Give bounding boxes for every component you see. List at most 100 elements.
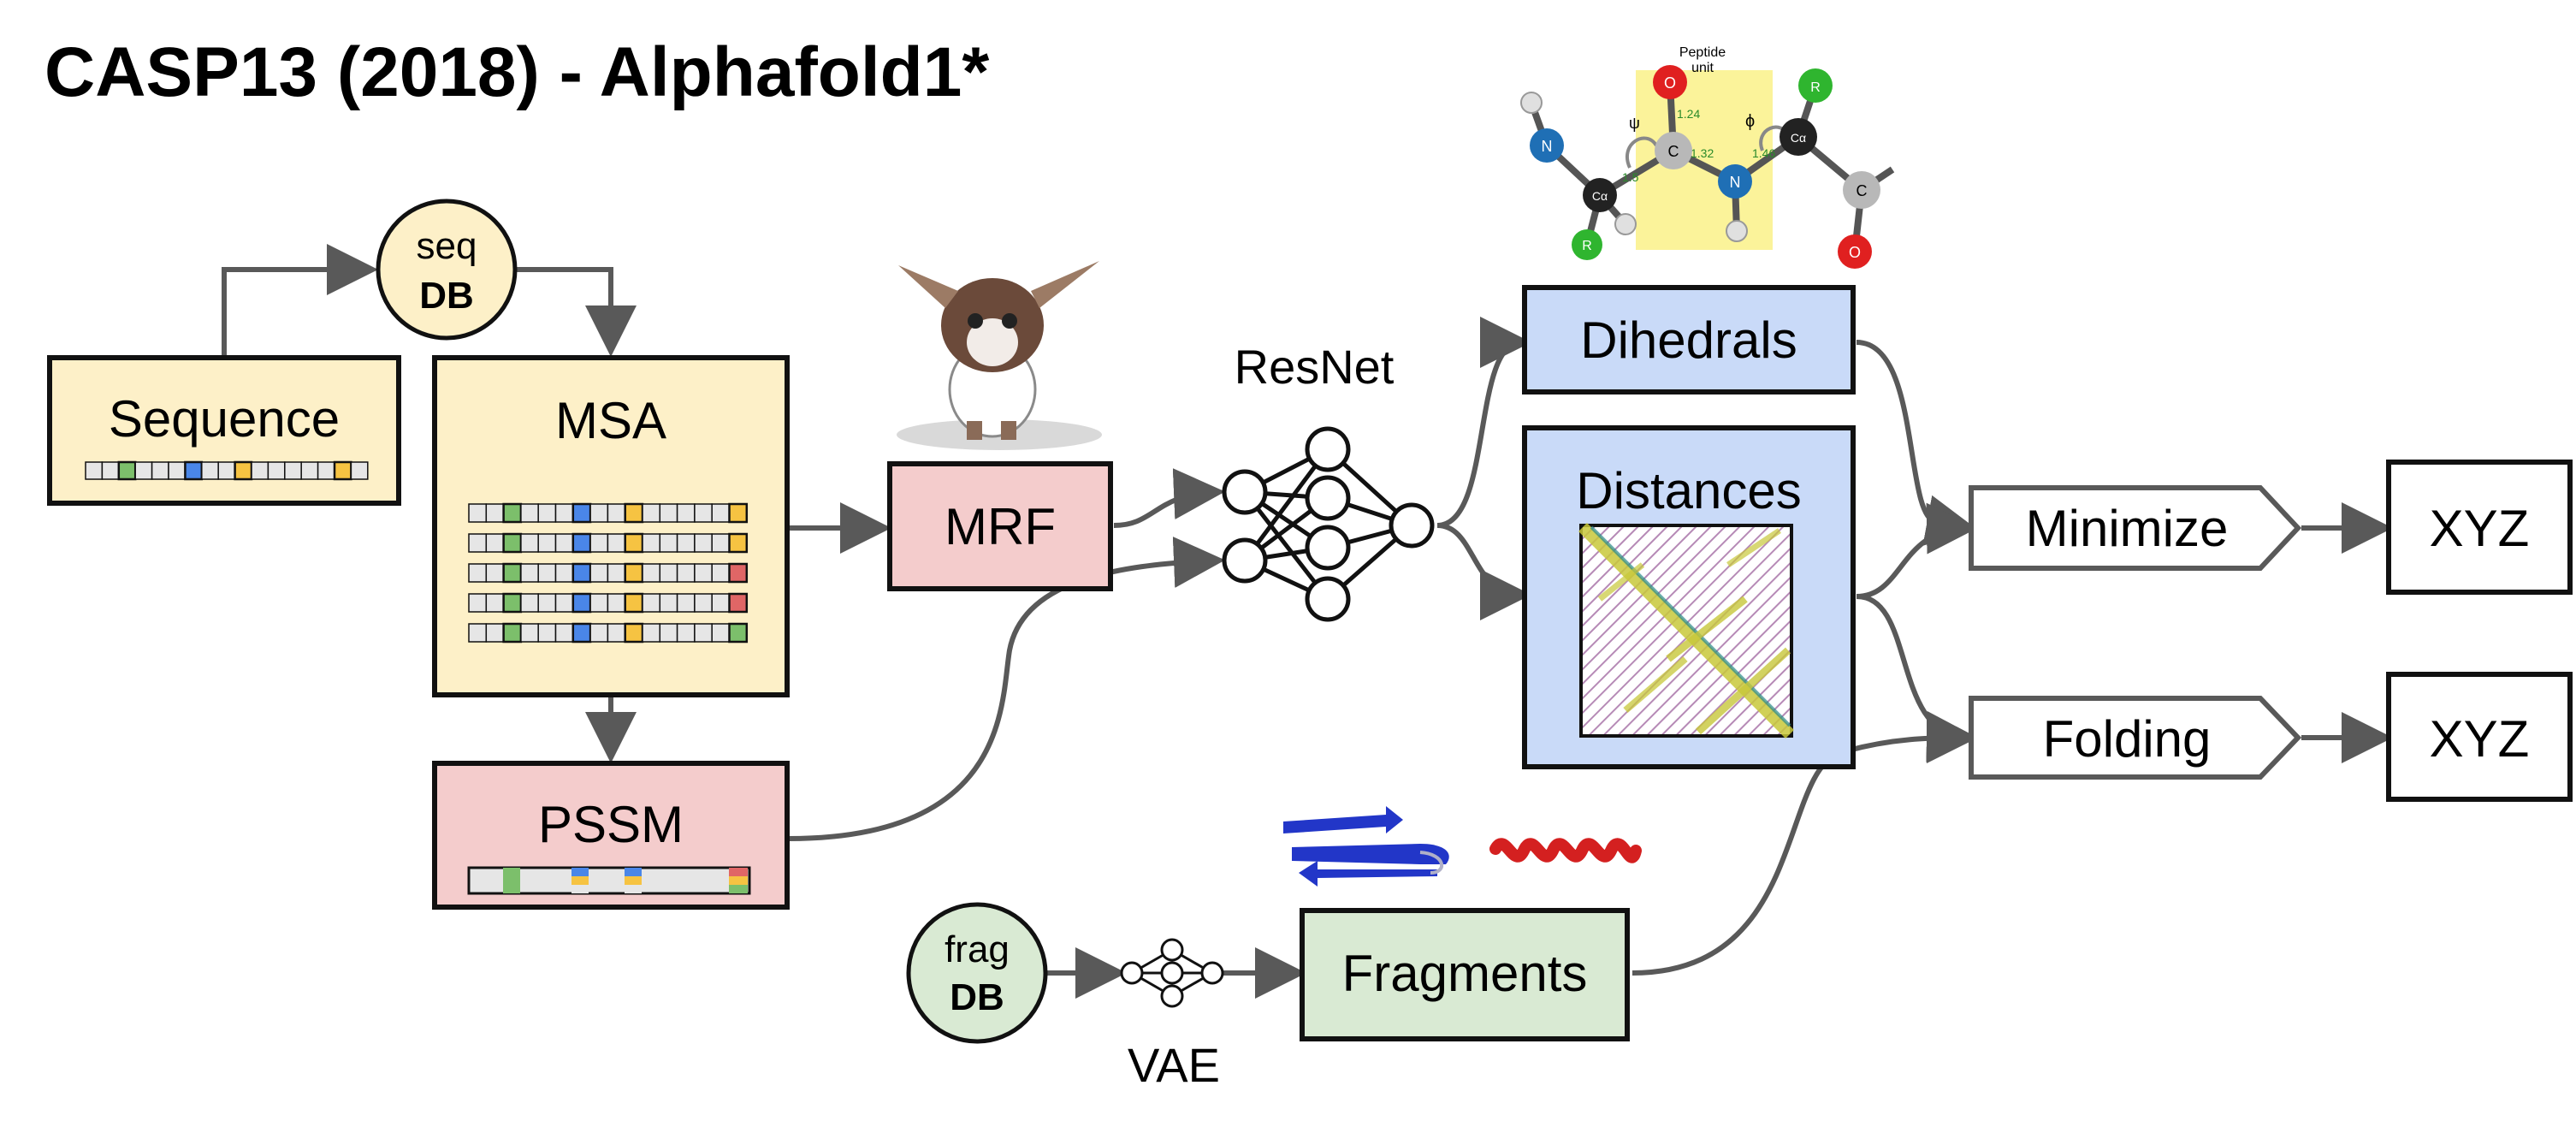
msa-cell [642, 623, 661, 643]
arrow-fragments-to-folding [1631, 712, 1978, 976]
sequence-cell [151, 461, 169, 480]
mascot-image-icon [897, 261, 1102, 450]
arrow-distances-to-minimize [1856, 502, 1978, 599]
resnet-label: ResNet [1235, 340, 1395, 394]
arrow-seqdb-to-msa [517, 267, 637, 357]
connectors [222, 244, 2393, 999]
msa-cell [607, 623, 626, 643]
pssm-profile-segment [571, 885, 589, 893]
beta-sheet-icon [1283, 806, 1449, 887]
sequence-cell [168, 461, 187, 480]
msa-cell [607, 533, 626, 553]
pssm-profile-icon [467, 866, 751, 895]
msa-cell [711, 593, 731, 613]
atom-ca-1: Cα [1592, 189, 1608, 203]
arrow-dihedrals-to-minimize [1856, 340, 1978, 546]
pssm-profile-segment [625, 885, 642, 893]
msa-cell [607, 503, 626, 523]
atom-c-2: C [1856, 182, 1868, 199]
msa-cell [589, 503, 609, 523]
fragments-node: Fragments [1300, 908, 1630, 1041]
atom-o-2: O [1849, 244, 1861, 261]
pssm-profile-segment [729, 868, 748, 876]
sequence-label: Sequence [109, 390, 340, 448]
msa-cell [694, 563, 713, 583]
sequence-track-icon [85, 460, 369, 481]
atom-n-1: N [1542, 138, 1553, 155]
msa-cell [659, 563, 678, 583]
psi-label: ψ [1629, 115, 1640, 132]
peptide-molecule-icon: Peptide unit ψ ϕ 1.24 1.32 1.46 1.5 N [1520, 45, 1895, 269]
msa-cell-colored [502, 532, 523, 554]
alpha-helix-icon [1489, 838, 1642, 863]
msa-cell [520, 593, 539, 613]
msa-cell [589, 623, 609, 643]
msa-cell [589, 563, 609, 583]
arrow-sequence-to-seqdb [222, 244, 378, 355]
msa-cell [468, 593, 488, 613]
bond-length-4: 1.5 [1622, 170, 1639, 184]
msa-cell-colored [571, 592, 592, 614]
msa-cell-colored [728, 502, 749, 524]
msa-cell [537, 593, 557, 613]
xyz-output-1: XYZ [2386, 460, 2573, 595]
msa-alignment-icon [468, 502, 749, 644]
sequence-cell [101, 461, 120, 480]
sequence-node: Sequence [47, 355, 401, 506]
msa-cell-colored [571, 562, 592, 584]
sequence-cell [317, 461, 335, 480]
msa-cell-colored [502, 502, 523, 524]
vae-network-icon [1120, 938, 1224, 1008]
folding-node: Folding [1969, 696, 2302, 780]
frag-db-label-bottom: DB [950, 976, 1004, 1018]
atom-r-1: R [1582, 239, 1592, 253]
msa-cell [607, 563, 626, 583]
sequence-cell [134, 461, 153, 480]
msa-cell [468, 503, 488, 523]
msa-cell-colored [728, 592, 749, 614]
msa-cell [694, 593, 713, 613]
msa-cell-colored [624, 622, 644, 644]
msa-cell [554, 563, 574, 583]
msa-cell [485, 623, 505, 643]
msa-cell-colored [728, 532, 749, 554]
frag-db-label-top: frag [945, 928, 1010, 970]
msa-cell [554, 503, 574, 523]
msa-cell [537, 563, 557, 583]
msa-cell [659, 593, 678, 613]
msa-cell [520, 503, 539, 523]
sequence-cell [201, 461, 219, 480]
msa-cell [485, 503, 505, 523]
dihedrals-node: Dihedrals [1522, 285, 1856, 394]
msa-cell [659, 623, 678, 643]
page-title: CASP13 (2018) - Alphafold1* [44, 33, 989, 111]
mrf-node: MRF [887, 461, 1113, 591]
msa-cell [642, 533, 661, 553]
msa-cell [642, 503, 661, 523]
atom-r-2: R [1810, 80, 1821, 95]
atom-o-1: O [1664, 74, 1676, 92]
msa-cell [659, 533, 678, 553]
msa-cell [642, 593, 661, 613]
msa-cell [711, 533, 731, 553]
msa-cell [694, 533, 713, 553]
distances-label: Distances [1576, 462, 1801, 519]
msa-cell [589, 593, 609, 613]
msa-cell-colored [624, 592, 644, 614]
minimize-node: Minimize [1969, 485, 2302, 571]
sequence-cell [350, 461, 369, 480]
msa-cell-colored [571, 502, 592, 524]
msa-cell [537, 503, 557, 523]
msa-cell [659, 503, 678, 523]
msa-cell [554, 533, 574, 553]
msa-label: MSA [555, 392, 666, 449]
msa-cell [537, 623, 557, 643]
msa-cell [676, 503, 696, 523]
msa-cell [676, 563, 696, 583]
msa-cell [485, 563, 505, 583]
mrf-label: MRF [945, 498, 1056, 555]
dihedrals-label: Dihedrals [1580, 311, 1797, 369]
sequence-cell-colored [234, 460, 253, 481]
msa-cell-colored [624, 502, 644, 524]
